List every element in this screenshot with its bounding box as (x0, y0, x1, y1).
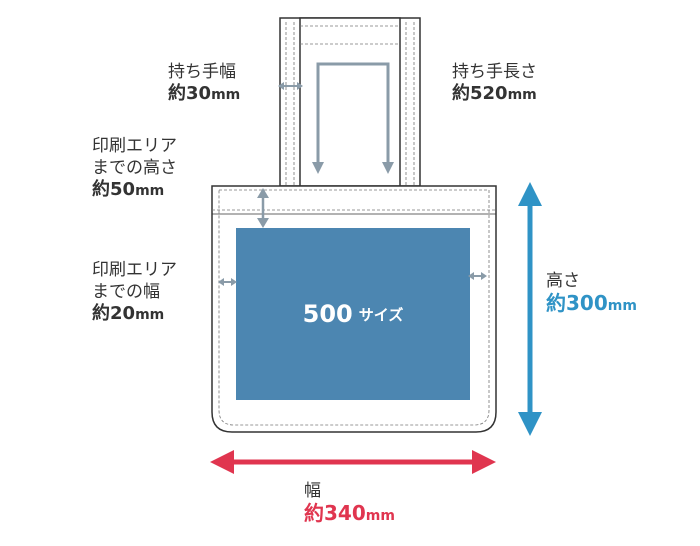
handle-width-arrow (278, 82, 303, 90)
height-title: 高さ (546, 271, 580, 291)
print-side-line1: 印刷エリア (92, 260, 177, 280)
print-area (236, 228, 470, 400)
print-side-arrow-right (468, 272, 487, 280)
print-top-arrow (257, 188, 269, 228)
print-top-label: 印刷エリア までの高さ 約50mm (92, 135, 177, 202)
width-title: 幅 (304, 481, 321, 501)
handle-length-title: 持ち手長さ (452, 62, 537, 82)
handle-width-title: 持ち手幅 (168, 62, 236, 82)
print-top-line2: までの高さ (92, 158, 177, 178)
handle-width-value: 約30mm (168, 83, 241, 104)
handle-width-label: 持ち手幅 約30mm (168, 61, 240, 106)
height-label: 高さ 約300mm (546, 270, 637, 317)
print-top-line1: 印刷エリア (92, 136, 177, 156)
print-top-value: 約50mm (92, 179, 165, 200)
height-value: 約300mm (546, 291, 637, 315)
print-side-label: 印刷エリア までの幅 約20mm (92, 259, 177, 326)
width-arrow (210, 450, 496, 474)
width-value: 約340mm (304, 501, 395, 525)
size-suffix: サイズ (358, 305, 404, 324)
print-side-arrow-left (218, 278, 237, 286)
print-side-value: 約20mm (92, 303, 165, 324)
bag-handle (279, 17, 421, 187)
print-side-line2: までの幅 (92, 282, 160, 302)
width-label: 幅 約340mm (304, 480, 395, 527)
print-area-size-label: 500 サイズ (236, 228, 470, 400)
size-number: 500 (302, 300, 353, 328)
handle-length-value: 約520mm (452, 83, 537, 104)
handle-length-label: 持ち手長さ 約520mm (452, 61, 537, 106)
height-arrow (518, 182, 542, 436)
handle-length-arrow (312, 62, 394, 174)
